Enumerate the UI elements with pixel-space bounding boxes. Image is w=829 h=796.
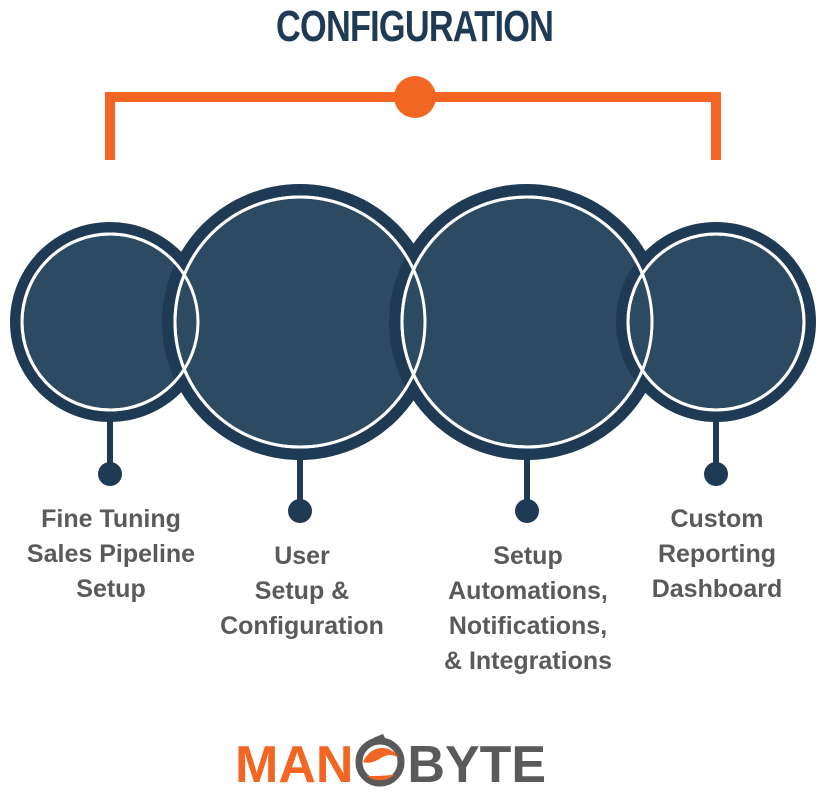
connector-dot-1 (98, 462, 122, 486)
diagram-title: CONFIGURATION (276, 2, 554, 51)
step-4-line-1: Custom (670, 505, 764, 533)
step-2-line-1: User (274, 542, 330, 570)
step-1-line-3: Setup (76, 575, 146, 603)
bracket-center-dot (394, 76, 436, 118)
fish-icon (355, 734, 405, 787)
logo-text-right: BYTE (407, 736, 547, 794)
step-1-line-1: Fine Tuning (41, 505, 181, 533)
step-label-3: Setup Automations, Notifications, & Inte… (444, 539, 612, 679)
step-2-line-3: Configuration (220, 612, 384, 640)
step-3-line-4: & Integrations (443, 647, 613, 675)
step-label-1: Fine Tuning Sales Pipeline Setup (27, 502, 195, 607)
step-4-line-3: Dashboard (651, 575, 783, 603)
circle-3 (389, 184, 665, 460)
overlap-rings (20, 195, 806, 449)
step-label-2: User Setup & Configuration (220, 539, 384, 644)
step-4-line-2: Reporting (657, 540, 777, 568)
step-1-line-2: Sales Pipeline (26, 540, 196, 568)
logo-text-left: MAN (235, 736, 354, 794)
step-3-line-3: Notifications, (448, 612, 608, 640)
step-label-4: Custom Reporting Dashboard (652, 502, 783, 607)
connector-dot-3 (515, 499, 539, 523)
step-2-line-2: Setup & (254, 577, 350, 605)
step-3-line-1: Setup (493, 542, 563, 570)
orange-bracket (105, 76, 721, 160)
connector-dot-4 (704, 462, 728, 486)
step-3-line-2: Automations, (448, 577, 608, 605)
manobyte-logo: MAN BYTE (235, 732, 547, 794)
connector-dot-2 (288, 499, 312, 523)
circle-4 (616, 222, 816, 422)
